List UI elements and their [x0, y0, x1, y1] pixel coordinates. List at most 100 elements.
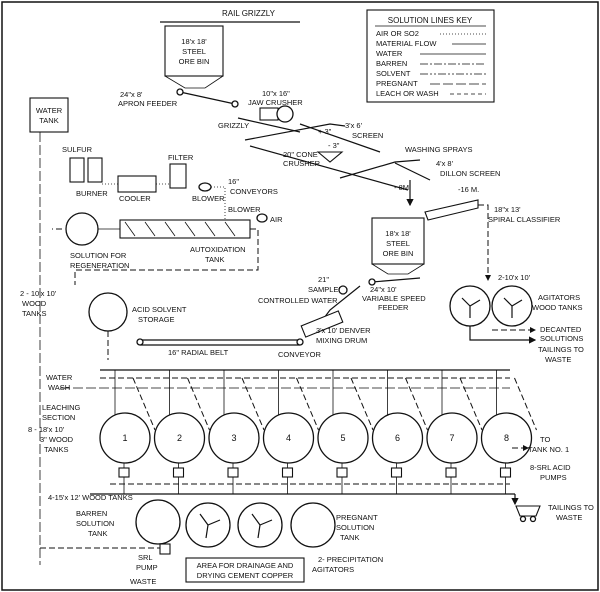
- svg-text:2- PRECIPITATION: 2- PRECIPITATION: [318, 555, 383, 564]
- svg-text:TO: TO: [540, 435, 550, 444]
- svg-text:SRL: SRL: [138, 553, 153, 562]
- leach-tank-5: [317, 412, 369, 464]
- svg-text:PUMPS: PUMPS: [540, 473, 567, 482]
- svg-text:BARREN: BARREN: [76, 509, 107, 518]
- ore-bin-mid: [371, 217, 425, 265]
- svg-text:ACID SOLVENT: ACID SOLVENT: [132, 305, 187, 314]
- leach-tank-number: 2: [177, 433, 182, 443]
- svg-text:TANKS: TANKS: [44, 445, 68, 454]
- leach-tank-number: 7: [449, 433, 454, 443]
- svg-text:SOLUTION FOR: SOLUTION FOR: [70, 251, 127, 260]
- svg-text:FILTER: FILTER: [168, 153, 194, 162]
- svg-text:20" CONE: 20" CONE: [283, 150, 318, 159]
- svg-text:DECANTED: DECANTED: [540, 325, 582, 334]
- tailings-cart: [515, 505, 541, 517]
- key-item-solvent: SOLVENT: [376, 69, 411, 78]
- svg-text:AIR: AIR: [270, 215, 283, 224]
- svg-text:WOOD TANKS: WOOD TANKS: [532, 303, 583, 312]
- svg-text:PREGNANT: PREGNANT: [336, 513, 378, 522]
- svg-text:REGENERATION: REGENERATION: [70, 261, 129, 270]
- svg-text:WASH: WASH: [48, 383, 70, 392]
- svg-text:LEACHING: LEACHING: [42, 403, 81, 412]
- regeneration-tank: [65, 212, 99, 246]
- cone-crusher: [316, 151, 344, 163]
- svg-text:CRUSHER: CRUSHER: [283, 159, 321, 168]
- srl-acid-pump: [499, 467, 512, 478]
- svg-text:18'x 18': 18'x 18': [181, 37, 207, 46]
- leach-tank-6: [371, 412, 424, 464]
- svg-text:TANK: TANK: [88, 529, 107, 538]
- svg-text:SPIRAL CLASSIFIER: SPIRAL CLASSIFIER: [488, 215, 561, 224]
- svg-text:10"x 16": 10"x 16": [262, 89, 290, 98]
- svg-text:DILLON SCREEN: DILLON SCREEN: [440, 169, 500, 178]
- svg-text:TANK: TANK: [340, 533, 359, 542]
- svg-text:ORE BIN: ORE BIN: [383, 249, 414, 258]
- svg-text:AGITATORS: AGITATORS: [538, 293, 580, 302]
- key-item-pregnant: PREGNANT: [376, 79, 418, 88]
- svg-text:-16 M.: -16 M.: [458, 185, 479, 194]
- svg-text:AREA FOR DRAINAGE AND: AREA FOR DRAINAGE AND: [197, 561, 294, 570]
- svg-text:TANK: TANK: [39, 116, 58, 125]
- svg-text:STEEL: STEEL: [386, 239, 410, 248]
- acid-solvent-storage: 2 - 10'x 10' WOOD TANKS ACID SOLVENT STO…: [20, 289, 187, 360]
- svg-text:GRIZZLY: GRIZZLY: [218, 121, 249, 130]
- crushing-section: RAIL GRIZZLY 18'x 18' STEEL ORE BIN 24"x…: [118, 9, 561, 281]
- leach-solution-line: [132, 377, 156, 431]
- leach-tank-number: 6: [395, 433, 400, 443]
- srl-acid-pump: [445, 467, 457, 478]
- svg-text:BLOWER: BLOWER: [192, 194, 225, 203]
- svg-text:WASTE: WASTE: [130, 577, 156, 586]
- leach-tank-3: [208, 412, 260, 464]
- key-item-air: AIR OR SO2: [376, 29, 419, 38]
- svg-text:21": 21": [318, 275, 329, 284]
- srl-acid-pump: [172, 467, 185, 478]
- svg-text:TANK: TANK: [205, 255, 224, 264]
- svg-text:24"x 8': 24"x 8': [120, 90, 143, 99]
- svg-text:BLOWER: BLOWER: [228, 205, 261, 214]
- svg-text:MIXING DRUM: MIXING DRUM: [316, 336, 367, 345]
- jaw-crusher: [259, 107, 279, 121]
- svg-text:WATER: WATER: [46, 373, 73, 382]
- svg-text:4-15'x 12' WOOD TANKS: 4-15'x 12' WOOD TANKS: [48, 493, 133, 502]
- svg-text:+ 3": + 3": [318, 127, 332, 136]
- key-item-material: MATERIAL FLOW: [376, 39, 437, 48]
- svg-text:WATER: WATER: [36, 106, 63, 115]
- srl-acid-pump: [390, 467, 403, 478]
- svg-text:SAMPLER: SAMPLER: [308, 285, 344, 294]
- leach-tank-number: 3: [231, 433, 236, 443]
- svg-text:18'x 18': 18'x 18': [385, 229, 411, 238]
- leach-tank-7: [426, 412, 478, 464]
- pregnant-solution-tank: [290, 502, 336, 548]
- svg-text:STEEL: STEEL: [182, 47, 206, 56]
- water-tank: WATER TANK: [29, 97, 69, 565]
- svg-text:AGITATORS: AGITATORS: [312, 565, 354, 574]
- leach-solution-line: [350, 377, 374, 431]
- svg-text:4'x 8': 4'x 8': [436, 159, 454, 168]
- srl-acid-pump: [227, 467, 239, 478]
- leach-solution-line: [187, 377, 210, 431]
- blower-1: [198, 182, 212, 192]
- svg-text:- 8M: - 8M: [394, 183, 409, 192]
- svg-text:18"x 13': 18"x 13': [494, 205, 521, 214]
- svg-text:VARIABLE SPEED: VARIABLE SPEED: [362, 294, 426, 303]
- svg-text:3'x 10' DENVER: 3'x 10' DENVER: [316, 326, 371, 335]
- leach-tank-number: 8: [504, 433, 509, 443]
- dillon-screen: [394, 162, 431, 181]
- precipitation-section: 4-15'x 12' WOOD TANKS BARREN SOLUTION TA…: [40, 493, 594, 586]
- cooler: [117, 175, 157, 193]
- svg-text:JAW CRUSHER: JAW CRUSHER: [248, 98, 303, 107]
- svg-text:COOLER: COOLER: [119, 194, 151, 203]
- key-item-water: WATER: [376, 49, 403, 58]
- filter: [169, 163, 187, 189]
- leach-tank-2: [153, 412, 206, 464]
- leaching-section: WATER WASH LEACHING SECTION 8 - 18'x 10'…: [28, 369, 571, 495]
- leach-tank-number: 4: [286, 433, 291, 443]
- svg-text:SCREEN: SCREEN: [352, 131, 383, 140]
- svg-text:CONVEYOR: CONVEYOR: [278, 350, 322, 359]
- svg-text:8 - 18'x 10': 8 - 18'x 10': [28, 425, 65, 434]
- leach-solution-line: [405, 377, 428, 431]
- svg-text:SECTION: SECTION: [42, 413, 75, 422]
- drainage-area: [185, 557, 305, 583]
